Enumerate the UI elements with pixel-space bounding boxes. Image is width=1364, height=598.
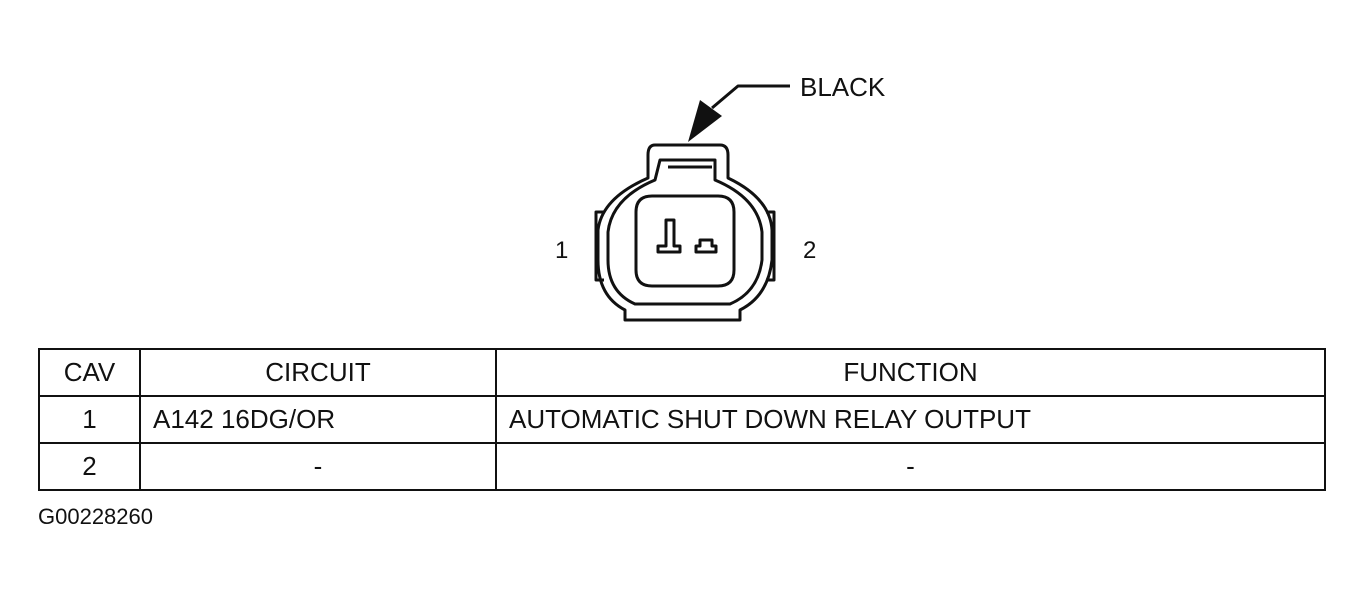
cell-function: - xyxy=(495,442,1326,491)
color-leader-line xyxy=(711,84,790,110)
cell-circuit: A142 16DG/OR xyxy=(139,395,497,444)
table-row: 1 A142 16DG/OR AUTOMATIC SHUT DOWN RELAY… xyxy=(38,395,1326,444)
connector-color-label: BLACK xyxy=(800,72,886,102)
cell-cav: 1 xyxy=(38,395,141,444)
connector-diagram: BLACK 1 2 xyxy=(555,72,886,322)
pin-assignment-table: CAV CIRCUIT FUNCTION 1 A142 16DG/OR AUTO… xyxy=(38,348,1326,491)
terminal-face xyxy=(634,194,736,288)
color-leader-arrow xyxy=(688,100,722,142)
connector-housing-outline xyxy=(596,143,774,322)
header-function: FUNCTION xyxy=(495,348,1326,397)
cell-cav: 2 xyxy=(38,442,141,491)
cell-circuit: - xyxy=(139,442,497,491)
table-header-row: CAV CIRCUIT FUNCTION xyxy=(38,348,1326,397)
pin-2-label: 2 xyxy=(803,237,816,264)
table-row: 2 - - xyxy=(38,442,1326,491)
pin-2-terminal xyxy=(694,238,718,254)
header-circuit: CIRCUIT xyxy=(139,348,497,397)
figure-id: G00228260 xyxy=(38,504,153,529)
cell-function: AUTOMATIC SHUT DOWN RELAY OUTPUT xyxy=(495,395,1326,444)
header-cav: CAV xyxy=(38,348,141,397)
connector-housing-inner xyxy=(606,158,764,306)
pin-1-label: 1 xyxy=(555,237,568,264)
pin-1-terminal xyxy=(656,218,682,254)
